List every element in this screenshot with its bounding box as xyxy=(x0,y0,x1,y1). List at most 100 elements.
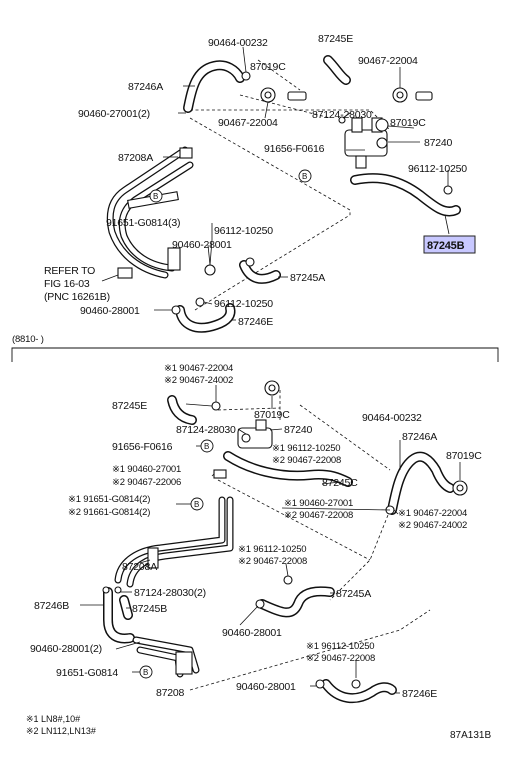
bolt-marker-1 xyxy=(149,189,163,203)
label-91651-g0814-top: 91651-G0814(3) xyxy=(106,217,180,229)
label-90460-28001-top-b: 90460-28001 xyxy=(80,305,140,317)
label-b-r2a: ※1 96112-10250 xyxy=(272,443,340,454)
label-96112-10250-top-c: 96112-10250 xyxy=(214,298,273,310)
highlight-87245b xyxy=(423,235,476,254)
label-b-90464-00232: 90464-00232 xyxy=(362,412,422,424)
bolt-marker-2-text: B xyxy=(302,172,307,181)
label-b-87245b: 87245B xyxy=(132,603,167,615)
label-refer-fig: FIG 16-03 xyxy=(44,278,90,290)
label-b-r5b: ※2 90467-22008 xyxy=(284,510,353,521)
clamp-96112-10250-b xyxy=(245,257,255,267)
clamp-90460-28001 xyxy=(204,264,216,276)
label-b-r1a: ※1 90467-22004 xyxy=(164,363,233,374)
label-b-87246e: 87246E xyxy=(402,688,437,700)
hose-87245a xyxy=(239,260,281,284)
label-87246a-top: 87246A xyxy=(128,81,163,93)
label-b-r5a: ※1 90460-27001 xyxy=(284,498,353,509)
label-b-r8b: ※2 90467-22008 xyxy=(306,653,375,664)
label-91656-f0616-top: 91656-F0616 xyxy=(264,143,325,155)
top-section-graphics: B B xyxy=(101,46,461,333)
clamp-r7 xyxy=(283,575,293,585)
hose-87246b-b xyxy=(103,587,135,644)
label-87245e-top: 87245E xyxy=(318,33,353,45)
label-b-91651-g0814: 91651-G0814 xyxy=(56,667,118,679)
label-b-r3b: ※2 90467-22006 xyxy=(112,477,181,488)
label-refer-pnc: (PNC 16261B) xyxy=(44,291,110,303)
refer-fitting xyxy=(117,267,133,279)
clamp-r1 xyxy=(211,401,221,411)
label-96112-10250-top-b: 96112-10250 xyxy=(214,225,273,237)
bolt-marker-5-text: B xyxy=(143,668,148,677)
hose-87246a xyxy=(183,60,245,113)
label-b-87124-28030-2: 87124-28030(2) xyxy=(134,587,206,599)
label-b-87019c-a: 87019C xyxy=(254,409,290,421)
label-refer-to: REFER TO xyxy=(44,265,95,277)
cap-87019c-mid xyxy=(375,118,389,132)
bolt-marker-4-text: B xyxy=(194,500,199,509)
hose-87245a-b xyxy=(257,586,335,618)
label-b-r8a: ※1 96112-10250 xyxy=(306,641,374,652)
label-90464-00232-top: 90464-00232 xyxy=(208,37,268,49)
hose-87246e xyxy=(175,303,236,333)
clamp-96112-10250-top xyxy=(443,185,453,195)
label-87208a-top: 87208A xyxy=(118,152,153,164)
bracket-87208 xyxy=(175,651,193,675)
bolt-marker-1-text: B xyxy=(153,192,158,201)
label-b-87245e: 87245E xyxy=(112,400,147,412)
clamp-96112-10250-c xyxy=(195,297,205,307)
bottom-section-graphics: B B xyxy=(80,380,468,704)
label-b-r6b: ※2 90467-24002 xyxy=(398,520,467,531)
clamp-90460-28001-c xyxy=(315,679,325,689)
hose-87246a-b xyxy=(387,451,455,515)
bolt-87124-28030-b xyxy=(102,586,110,594)
label-87245b-top[interactable]: 87245B xyxy=(427,240,465,252)
label-87240-top: 87240 xyxy=(424,137,453,149)
clamp-r3 xyxy=(213,469,227,479)
valve-87240-b xyxy=(237,419,273,449)
note-2: ※2 LN112,LN13# xyxy=(26,726,96,736)
label-90467-22004-top-a: 90467-22004 xyxy=(358,55,418,67)
hose-87245b xyxy=(350,173,461,217)
label-b-87245c: 87245C xyxy=(322,477,358,489)
bolt-87124-28030 xyxy=(338,116,346,124)
label-b-r2b: ※2 90467-22008 xyxy=(272,455,341,466)
note-1: ※1 LN8#,10# xyxy=(26,714,80,724)
clamp-90460-28001-b xyxy=(171,305,181,315)
label-b-87019c-b: 87019C xyxy=(446,450,482,462)
label-90460-28001-top-a: 90460-28001 xyxy=(172,239,232,251)
hose-87246e-b xyxy=(321,679,397,704)
label-b-87124-28030: 87124-28030 xyxy=(176,424,236,436)
label-b-r3a: ※1 90460-27001 xyxy=(112,464,181,475)
hose-87245e-b xyxy=(167,395,197,425)
hose-87245e xyxy=(323,55,351,85)
bracket-bottom xyxy=(147,547,159,569)
label-b-90460-28001-c: 90460-28001 xyxy=(236,681,296,693)
clamp-r8 xyxy=(351,679,361,689)
label-b-r6a: ※1 90467-22004 xyxy=(398,508,467,519)
label-b-90460-28001-2: 90460-28001(2) xyxy=(30,643,102,655)
label-90467-22004-top-b: 90467-22004 xyxy=(218,117,278,129)
label-b-r7a: ※1 96112-10250 xyxy=(238,544,306,555)
label-b-87246a: 87246A xyxy=(402,431,437,443)
label-b-87245a: 87245A xyxy=(336,588,371,600)
figure-code: 87A131B xyxy=(450,730,491,741)
label-b-87208a: 87208A xyxy=(122,561,157,573)
label-b-90460-28001: 90460-28001 xyxy=(222,627,282,639)
label-b-87246b: 87246B xyxy=(34,600,69,612)
label-b-87240: 87240 xyxy=(284,424,313,436)
label-96112-10250-top-a: 96112-10250 xyxy=(408,163,467,175)
label-87019c-top-b: 87019C xyxy=(390,117,426,129)
pipe-end-top xyxy=(179,147,193,159)
date-range: (8810- ) xyxy=(12,334,44,345)
label-87124-28030-top: 87124-28030 xyxy=(312,109,372,121)
joint-pipe-top xyxy=(287,91,307,101)
label-b-r1b: ※2 90467-24002 xyxy=(164,375,233,386)
label-90460-27001-top: 90460-27001(2) xyxy=(78,108,150,120)
label-87246e-top: 87246E xyxy=(238,316,273,328)
clip-90464-00232 xyxy=(241,71,251,81)
section-frame xyxy=(11,347,499,362)
label-87245a-top: 87245A xyxy=(290,272,325,284)
label-b-91656-f0616: 91656-F0616 xyxy=(112,441,173,453)
hose-87245c xyxy=(223,451,353,487)
